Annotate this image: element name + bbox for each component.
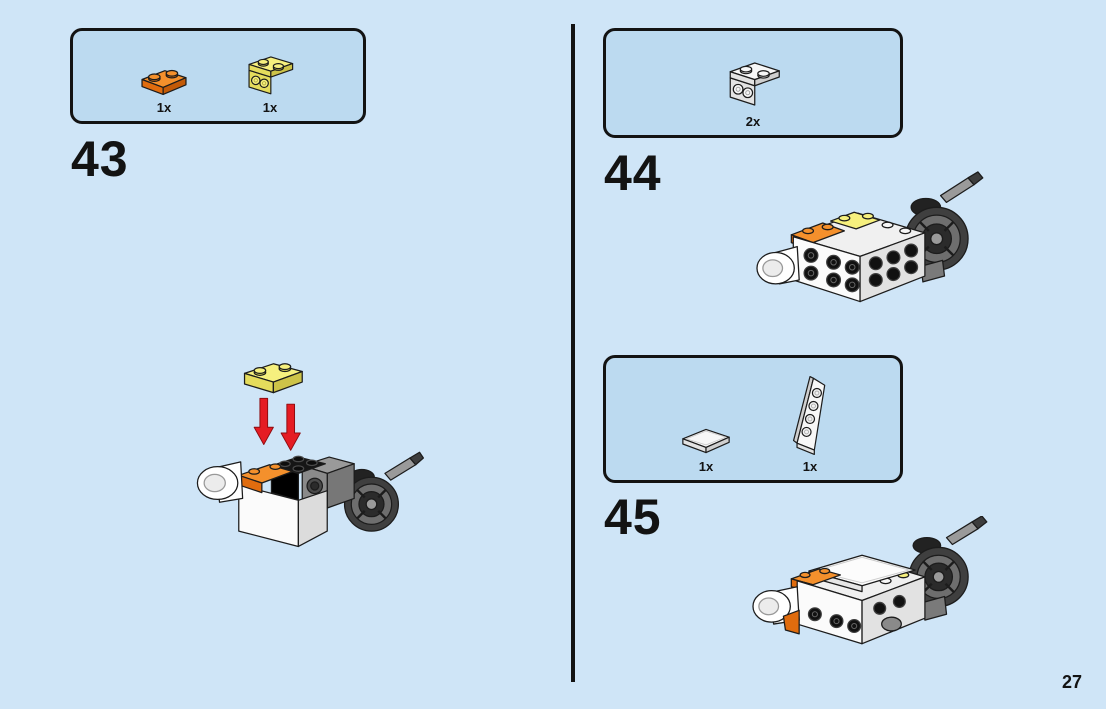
white-body-brick [238, 484, 328, 548]
step-43-assembly-diagram [196, 363, 425, 548]
part-item: 1x [790, 374, 830, 473]
page-number: 27 [1061, 672, 1082, 692]
step-number-44: 44 [604, 145, 662, 201]
white-engine-cylinder [752, 586, 800, 635]
part-count-label: 1x [802, 459, 818, 474]
parts-callout-step-45: 1x 1x [603, 355, 903, 483]
yellow-plate-to-place [243, 363, 303, 394]
step-44-assembly-diagram [756, 171, 984, 303]
part-count-label: 1x [156, 100, 172, 115]
axle-tool [384, 451, 425, 481]
part-count-label: 1x [262, 100, 278, 115]
column-divider [571, 24, 575, 682]
step-45-assembly-diagram [752, 516, 988, 645]
parts-callout-step-43: 1x 1x [70, 28, 366, 124]
white-engine-cylinder [196, 461, 244, 503]
axle-tool [939, 171, 984, 204]
front-left-face [796, 580, 863, 645]
parts-callout-step-44: 2x [603, 28, 903, 138]
tile-2x2-white-icon [682, 428, 730, 454]
axle-tool [945, 516, 988, 546]
plate-1x2-orange-icon [141, 69, 187, 96]
bracket-1x2-2x2-white-icon [729, 62, 780, 106]
front-left-face [792, 236, 861, 303]
part-count-label: 1x [698, 459, 714, 474]
orange-plate [238, 463, 294, 494]
turbine-wheel [343, 476, 400, 532]
part-item: 1x [676, 419, 736, 473]
step-number-43: 43 [71, 131, 129, 187]
bracket-1x2-2x2-yellow-icon [248, 56, 294, 95]
part-count-label: 2x [745, 114, 761, 129]
wedge-plate-white-icon [792, 375, 826, 456]
front-right-face [859, 232, 926, 303]
red-arrow-icon [253, 397, 301, 451]
part-item: 1x [135, 61, 193, 114]
front-right-face [861, 576, 926, 645]
part-item: 1x [239, 51, 301, 114]
step-number-45: 45 [604, 489, 662, 545]
part-item: 2x [718, 56, 788, 128]
white-engine-cylinder [756, 245, 800, 285]
